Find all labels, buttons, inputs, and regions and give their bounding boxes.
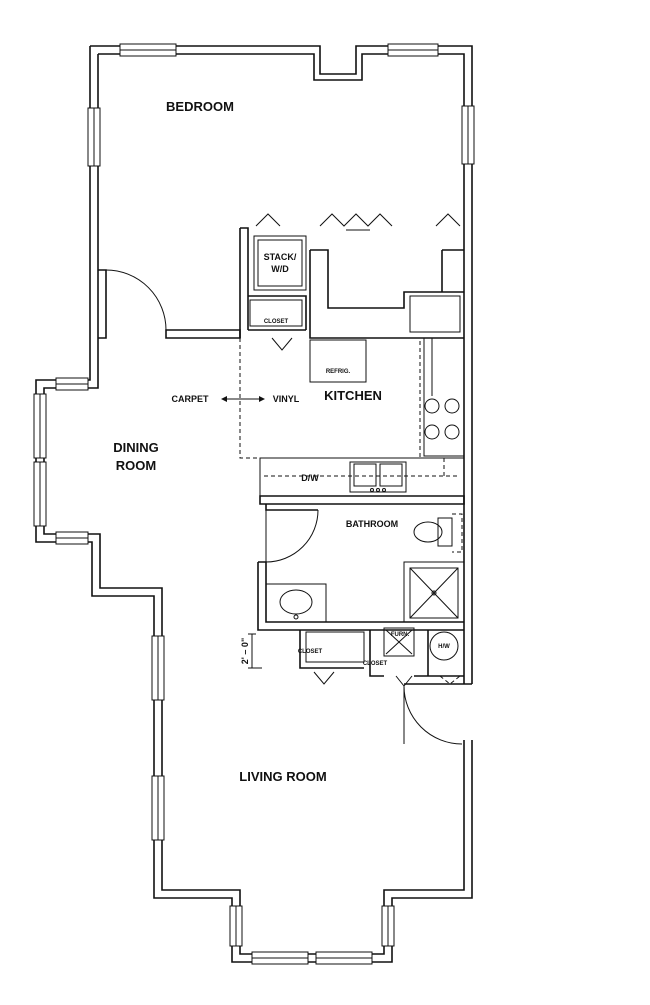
burner-icon <box>424 424 440 440</box>
vinyl-label: VINYL <box>273 394 300 404</box>
bath-vanity <box>265 583 327 623</box>
dishwasher-label: D/W <box>301 473 319 483</box>
stack-wd-closet <box>253 235 307 291</box>
interior-walls <box>98 213 472 745</box>
kitchen-sink <box>349 461 407 493</box>
furnace-label: FURN. <box>391 632 410 638</box>
dimension-label: 2' – 0" <box>240 638 250 664</box>
toilet <box>437 517 453 547</box>
room-label-bathroom: BATHROOM <box>346 519 398 529</box>
room-label-kitchen: KITCHEN <box>324 388 382 403</box>
furnace <box>383 627 415 657</box>
closet-label-laundry: CLOSET <box>264 319 289 325</box>
fixture-labels: STACK/ W/D CLOSET REFRIG. CARPET VINYL D… <box>171 252 450 667</box>
range-cabinet <box>423 337 465 457</box>
room-label-dining: DINING <box>113 440 159 455</box>
carpet-label: CARPET <box>171 394 209 404</box>
burner-icon <box>444 424 460 440</box>
room-label-bedroom: BEDROOM <box>166 99 234 114</box>
water-heater <box>429 631 459 661</box>
closet-label-hall: CLOSET <box>298 649 323 655</box>
stack-wd-label-2: W/D <box>271 264 289 274</box>
refrigerator <box>309 339 367 383</box>
water-heater-label: H/W <box>438 644 450 650</box>
burner-icon <box>424 398 440 414</box>
windows <box>33 43 475 965</box>
room-labels: BEDROOM DINING ROOM KITCHEN BATHROOM LIV… <box>113 99 398 784</box>
hall-closet <box>305 631 365 663</box>
room-label-living-room: LIVING ROOM <box>239 769 326 784</box>
room-label-dining-2: ROOM <box>116 458 156 473</box>
closet-label-furnace: CLOSET <box>363 661 388 667</box>
burner-icon <box>444 398 460 414</box>
stack-wd-label: STACK/ <box>264 252 297 262</box>
refrigerator-label: REFRIG. <box>326 369 351 375</box>
